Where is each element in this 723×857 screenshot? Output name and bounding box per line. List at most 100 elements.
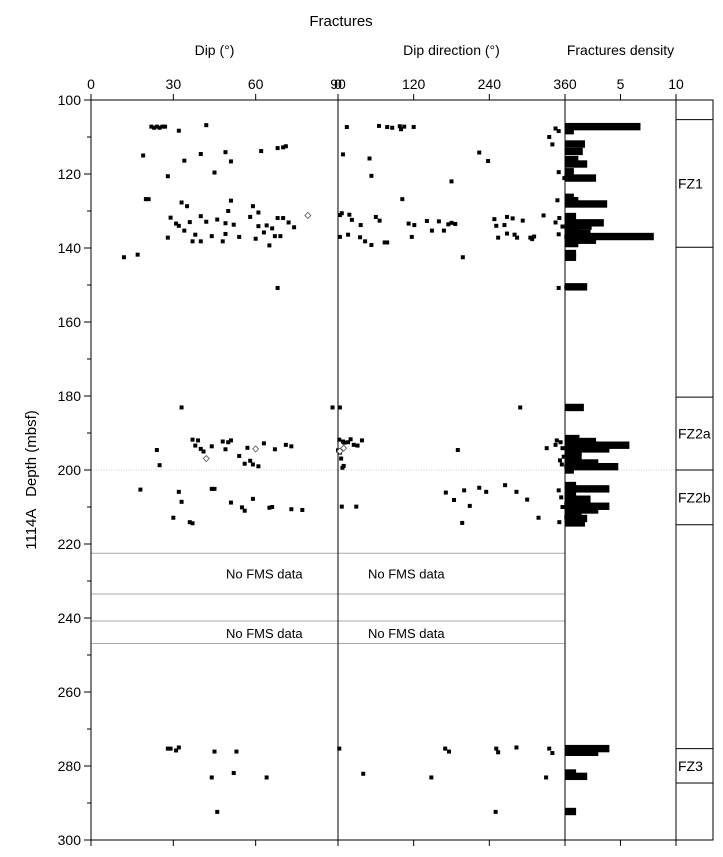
fracture-point-dipdir bbox=[467, 503, 472, 508]
fracture-point-dipdir bbox=[515, 235, 520, 240]
y-tick-label: 160 bbox=[58, 314, 82, 330]
fracture-point-dipdir bbox=[382, 240, 387, 245]
y-tick-label: 300 bbox=[58, 832, 82, 848]
fracture-point-dip bbox=[176, 745, 181, 750]
density-bar bbox=[565, 807, 577, 816]
fracture-point-dipdir bbox=[510, 216, 515, 221]
fracture-point-dipdir bbox=[337, 405, 342, 410]
x-tick-label-density: 10 bbox=[668, 76, 684, 92]
fracture-point-dipdir bbox=[556, 170, 561, 175]
fracture-point-dipdir bbox=[556, 129, 561, 134]
x-tick-label-dip: 60 bbox=[248, 76, 264, 92]
fracture-point-dipdir bbox=[493, 809, 498, 814]
fracture-point-dip bbox=[231, 771, 236, 776]
fracture-point-dipdir bbox=[559, 495, 564, 500]
fracture-point-dipdir bbox=[525, 497, 530, 502]
fracture-point-dipdir bbox=[477, 150, 482, 155]
fracture-point-dip bbox=[198, 446, 203, 451]
fracture-point-dip bbox=[176, 489, 181, 494]
density-bar bbox=[565, 403, 584, 412]
fracture-point-dip bbox=[261, 230, 266, 235]
fracture-point-dip bbox=[250, 496, 255, 501]
track-label-dip: Dip (°) bbox=[195, 42, 235, 58]
fracture-point-dip bbox=[283, 144, 288, 149]
fracture-point-dip bbox=[138, 487, 143, 492]
fracture-point-dipdir bbox=[555, 198, 560, 203]
fracture-point-dipdir bbox=[337, 437, 342, 442]
fracture-point-dipdir bbox=[492, 217, 497, 222]
density-bar bbox=[565, 236, 597, 244]
fracture-point-dipdir bbox=[342, 440, 347, 445]
fracture-point-dip bbox=[165, 174, 170, 179]
fracture-point-dipdir bbox=[412, 223, 417, 228]
fracture-point-dip bbox=[228, 438, 233, 443]
fracture-point-dipdir bbox=[558, 440, 563, 445]
fracture-point-dip bbox=[209, 775, 214, 780]
fracture-point-dipdir bbox=[462, 488, 467, 493]
fracture-point-dipdir bbox=[446, 749, 451, 754]
fracture-point-dipdir bbox=[560, 224, 565, 229]
fracture-point-dip bbox=[242, 461, 247, 466]
fracture-point-dipdir bbox=[449, 179, 454, 184]
fracture-point-dipdir bbox=[351, 442, 356, 447]
fracture-point-dipdir bbox=[409, 234, 414, 239]
density-bar bbox=[565, 445, 610, 453]
fracture-point-dip bbox=[267, 505, 272, 510]
x-tick-label-dipdir: 360 bbox=[553, 76, 577, 92]
fracture-point-dip bbox=[185, 204, 190, 209]
zone-label: FZ1 bbox=[678, 175, 703, 191]
y-tick-label: 220 bbox=[58, 536, 82, 552]
fracture-point-dipdir bbox=[494, 223, 499, 228]
fracture-point-dip bbox=[234, 749, 239, 754]
fracture-point-dip bbox=[168, 746, 173, 751]
fracture-point-dip bbox=[163, 124, 168, 129]
density-bar bbox=[565, 200, 608, 208]
zone-label: FZ3 bbox=[678, 758, 703, 774]
fracture-point-dipdir bbox=[514, 489, 519, 494]
density-bar bbox=[565, 155, 579, 164]
fracture-point-dipdir bbox=[494, 746, 499, 751]
no-data-label-dipdir: No FMS data bbox=[368, 626, 445, 641]
fracture-point-dipdir bbox=[446, 222, 451, 227]
fracture-point-dip bbox=[250, 204, 255, 209]
density-bar bbox=[565, 122, 641, 131]
fracture-point-dipdir bbox=[361, 771, 366, 776]
fracture-point-dipdir bbox=[460, 255, 465, 260]
fracture-point-dip bbox=[237, 234, 242, 239]
fracture-point-dip bbox=[171, 515, 176, 520]
fracture-point-dip bbox=[264, 775, 269, 780]
fracture-point-dip bbox=[168, 215, 173, 220]
y-axis-label: 1114A Depth (mbsf) bbox=[23, 410, 40, 550]
fracture-point-dipdir bbox=[514, 745, 519, 750]
density-bar bbox=[565, 485, 610, 493]
fracture-point-dipdir bbox=[484, 489, 489, 494]
fracture-point-dipdir bbox=[348, 437, 353, 442]
fracture-point-dipdir bbox=[554, 438, 559, 443]
fracture-point-dipdir bbox=[560, 505, 565, 509]
fracture-point-dipdir bbox=[441, 228, 446, 233]
fracture-point-dip bbox=[190, 521, 195, 526]
fracture-point-dip bbox=[190, 437, 195, 442]
fracture-point-dipdir bbox=[341, 152, 346, 157]
fracture-point-dipdir bbox=[358, 235, 363, 240]
fracture-point-dip bbox=[275, 216, 280, 221]
zone-label: FZ2b bbox=[678, 489, 711, 505]
fracture-point-dipdir bbox=[400, 197, 405, 202]
fracture-point-dip bbox=[289, 444, 294, 449]
x-tick-label-dipdir: 120 bbox=[402, 76, 426, 92]
fracture-point-dip bbox=[146, 197, 151, 202]
fracture-point-dipdir bbox=[556, 232, 561, 237]
fracture-point-dipdir bbox=[530, 237, 535, 242]
fracture-point-dipdir bbox=[339, 504, 344, 509]
fracture-point-dip bbox=[193, 232, 198, 237]
fracture-point-dip bbox=[209, 444, 214, 449]
fracture-point-dip bbox=[226, 440, 231, 445]
fracture-point-dip bbox=[275, 146, 280, 151]
fracture-point-dip bbox=[212, 486, 217, 491]
fracture-point-dip bbox=[121, 255, 126, 260]
fracture-point-dip bbox=[231, 222, 236, 227]
fracture-point-dip bbox=[239, 505, 244, 510]
fracture-point-dipdir bbox=[553, 220, 558, 225]
y-tick-label: 120 bbox=[58, 166, 82, 182]
